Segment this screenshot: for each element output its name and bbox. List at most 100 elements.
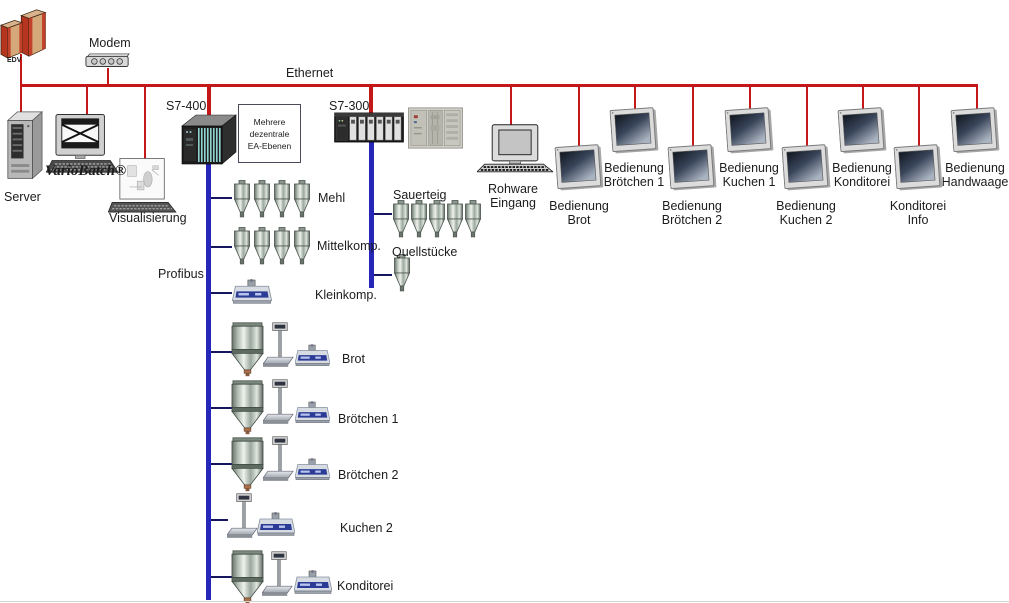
silo-icon — [253, 180, 271, 222]
silo-icon — [410, 200, 428, 242]
profibus-line-1 — [206, 163, 211, 600]
ethernet-drop-visualisierung — [144, 87, 146, 162]
station-label-konditorei: Konditorei — [337, 579, 394, 593]
s7-300-plc-icon — [334, 111, 406, 144]
ethernet-drop-bedienung-handwaage — [976, 87, 978, 111]
station-label-mehl: Mehl — [318, 191, 346, 205]
profibus-stub-kleinkomp — [211, 292, 232, 294]
station-label-broetchen-2: Brötchen 2 — [338, 468, 399, 482]
rohware-pc-icon — [477, 123, 553, 175]
silo-icon — [393, 254, 411, 296]
station-label-sauerteig: Sauerteig — [393, 188, 447, 202]
server-label: Server — [4, 190, 41, 204]
silo-icon — [233, 227, 251, 269]
ethernet-drop-s7-400 — [207, 87, 211, 120]
bench-scale-icon — [257, 512, 295, 540]
touch-panel-bedienung-konditorei — [837, 106, 887, 155]
silo-icon — [233, 180, 251, 222]
touch-panel-bedienung-kuchen-1 — [724, 106, 774, 155]
profibus-stub-broetchen-2 — [211, 463, 232, 465]
edv-books-icon — [0, 2, 58, 62]
modem-label: Modem — [89, 36, 131, 50]
touch-panel-bedienung-broetchen-1 — [609, 106, 659, 155]
rohware-eingang-label: Rohware Eingang — [487, 182, 539, 210]
silo-icon — [293, 180, 311, 222]
s7-400-label: S7-400 — [166, 99, 207, 113]
floor-scale-icon — [263, 379, 296, 430]
s7-300-label: S7-300 — [329, 99, 370, 113]
ethernet-drop-bedienung-konditorei — [862, 87, 864, 111]
profibus-stub-konditorei — [211, 576, 232, 578]
hopper-icon — [231, 322, 264, 377]
ethernet-drop-bedienung-kuchen-1 — [749, 87, 751, 111]
station-label-kuchen-2: Kuchen 2 — [340, 521, 393, 535]
ethernet-drop-bedienung-broetchen-2 — [692, 87, 694, 147]
silo-icon — [273, 180, 291, 222]
profibus-stub-mittelkomp — [211, 246, 232, 248]
bench-scale-icon — [294, 570, 332, 598]
touch-panel-bedienung-handwaage — [950, 106, 1000, 155]
ethernet-drop-rohware — [510, 87, 512, 126]
station-label-brot: Brot — [342, 352, 365, 366]
station-label-broetchen-1: Brötchen 1 — [338, 412, 399, 426]
edv-label: EDV — [7, 57, 22, 64]
silo-icon — [293, 227, 311, 269]
ethernet-drop-modem — [107, 68, 109, 84]
modem-icon — [84, 53, 131, 68]
hopper-icon — [231, 437, 264, 492]
ethernet-label: Ethernet — [286, 66, 334, 80]
ea-box-line3: EA-Ebenen — [247, 140, 292, 151]
ethernet-drop-edv-server — [20, 54, 22, 112]
hopper-icon — [231, 380, 264, 435]
floor-scale-icon — [263, 322, 296, 373]
bench-scale-icon — [295, 401, 330, 427]
ea-box-line1: Mehrere — [253, 116, 286, 127]
ethernet-drop-bedienung-kuchen-2 — [806, 87, 808, 147]
silo-icon — [428, 200, 446, 242]
ethernet-drop-variobatch — [86, 87, 88, 116]
floor-scale-icon — [227, 493, 260, 544]
floor-scale-icon — [263, 436, 296, 487]
silo-icon — [446, 200, 464, 242]
control-cabinet-icon — [408, 107, 463, 149]
image-bottom-edge — [0, 601, 1009, 602]
profibus-line-2 — [369, 140, 374, 288]
floor-scale-icon — [262, 551, 295, 602]
ethernet-drop-bedienung-brot — [578, 87, 580, 147]
silo-icon — [273, 227, 291, 269]
variobatch-label: VarioBatch® — [45, 163, 127, 179]
profibus-stub-mehl — [211, 197, 232, 199]
profibus-stub-kuchen-2 — [211, 519, 228, 521]
bench-scale-icon — [295, 344, 330, 370]
profibus-label: Profibus — [158, 267, 204, 281]
station-label-mittelkomp: Mittelkomp. — [317, 239, 381, 253]
ethernet-drop-konditorei-info — [918, 87, 920, 147]
ea-ebenen-box: Mehrere dezentrale EA-Ebenen — [238, 104, 301, 163]
station-label-quellstuecke: Quellstücke — [392, 245, 458, 259]
visualisierung-label: Visualisierung — [109, 211, 187, 225]
profibus-stub-quellstuecke — [374, 274, 392, 276]
hopper-icon — [231, 550, 264, 603]
profibus-stub-brot — [211, 351, 232, 353]
silo-icon — [392, 200, 410, 242]
ea-box-line2: dezentrale — [249, 128, 290, 139]
profibus-stub-sauerteig — [374, 213, 392, 215]
station-label-kleinkomp: Kleinkomp. — [315, 288, 377, 302]
profibus-stub-broetchen-1 — [211, 407, 232, 409]
silo-icon — [253, 227, 271, 269]
bench-scale-icon — [230, 279, 274, 308]
ethernet-bus — [20, 84, 978, 87]
ethernet-drop-s7-300 — [369, 87, 373, 114]
server-icon — [5, 108, 43, 186]
bench-scale-icon — [295, 458, 330, 484]
s7-400-plc-icon — [180, 112, 238, 166]
